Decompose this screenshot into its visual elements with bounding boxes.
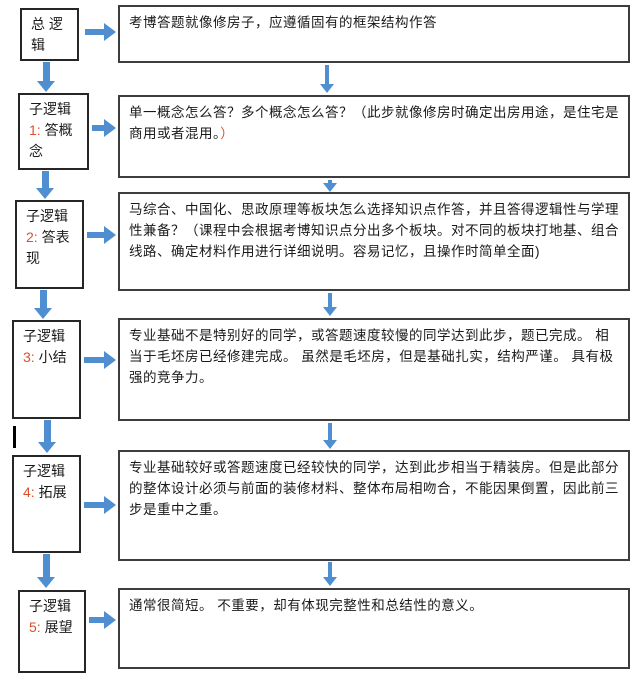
right-box-sublogic-5: 通常很简短。 不重要，却有体现完整性和总结性的意义。 — [118, 588, 630, 669]
arrow-right-icon — [84, 496, 116, 514]
left-box-label-rest: 答表现 — [26, 229, 70, 266]
left-box-label: 子逻辑 — [23, 463, 65, 479]
arrow-down-icon — [323, 562, 337, 586]
left-box-label-rest: 答概念 — [29, 122, 73, 159]
arrow-down-icon — [34, 290, 52, 319]
arrow-right-icon — [89, 611, 116, 629]
arrow-down-icon — [38, 420, 56, 453]
left-box-label-rest: 展望 — [40, 619, 73, 635]
left-box-number: 3: — [23, 349, 35, 365]
right-box-text: 通常很简短。 不重要，却有体现完整性和总结性的意义。 — [129, 598, 484, 613]
left-box-number: 1: — [29, 122, 41, 138]
right-box-sublogic-1: 单一概念怎么答？多个概念怎么答？（此步就像修房时确定出房用途，是住宅是商用或者混… — [118, 95, 630, 178]
arrow-down-icon — [323, 423, 337, 449]
right-box-sublogic-2: 马综合、中国化、思政原理等板块怎么选择知识点作答，并且答得逻辑性与学理性兼备？（… — [118, 192, 630, 291]
left-box-number: 2: — [26, 229, 38, 245]
right-box-text: 单一概念怎么答？多个概念怎么答？（此步就像修房时确定出房用途，是住宅是商用或者混… — [129, 105, 619, 141]
right-box-text: 马综合、中国化、思政原理等板块怎么选择知识点作答，并且答得逻辑性与学理性兼备？（… — [129, 202, 619, 259]
arrow-down-icon — [323, 293, 337, 316]
left-box-sublogic-3: 子逻辑 3: 小结 — [12, 320, 81, 419]
left-box-label-rest: 小结 — [34, 349, 67, 365]
left-box-number: 4: — [23, 484, 35, 500]
arrow-down-icon — [320, 65, 334, 93]
left-box-label: 子逻辑 — [29, 598, 71, 614]
arrow-down-icon — [323, 180, 337, 192]
right-box-text: 专业基础较好或答题速度已经较快的同学，达到此步相当于精装房。但是此部分的整体设计… — [129, 460, 619, 517]
left-box-number: 5: — [29, 619, 41, 635]
left-box-label: 子逻辑 — [23, 328, 65, 344]
left-box-main-logic: 总 逻辑 — [20, 8, 79, 61]
left-box-label: 子逻辑 — [29, 101, 71, 117]
left-box-label: 总 逻辑 — [31, 16, 63, 53]
left-box-sublogic-1: 子逻辑 1: 答概念 — [18, 93, 89, 170]
left-box-sublogic-2: 子逻辑 2: 答表现 — [15, 200, 84, 289]
left-box-sublogic-5: 子逻辑 5: 展望 — [18, 590, 86, 673]
arrow-down-icon — [37, 554, 55, 588]
arrow-right-icon — [87, 226, 116, 244]
arrow-down-icon — [36, 171, 54, 199]
right-box-main-logic: 考博答题就像修房子，应遵循固有的框架结构作答 — [118, 5, 630, 63]
right-box-sublogic-4: 专业基础较好或答题速度已经较快的同学，达到此步相当于精装房。但是此部分的整体设计… — [118, 450, 630, 561]
right-box-text: 考博答题就像修房子，应遵循固有的框架结构作答 — [129, 15, 437, 30]
arrow-right-icon — [85, 23, 116, 41]
left-box-label: 子逻辑 — [26, 208, 68, 224]
right-box-sublogic-3: 专业基础不是特别好的同学，或答题速度较慢的同学达到此步，题已完成。 相当于毛坯房… — [118, 318, 630, 421]
right-box-text: 专业基础不是特别好的同学，或答题速度较慢的同学达到此步，题已完成。 相当于毛坯房… — [129, 328, 614, 385]
arrow-right-icon — [92, 119, 116, 137]
right-box-suffix: ） — [220, 126, 235, 141]
stray-cursor-mark — [13, 426, 16, 448]
arrow-down-icon — [37, 62, 55, 92]
arrow-right-icon — [84, 351, 116, 369]
left-box-label-rest: 拓展 — [34, 484, 67, 500]
left-box-sublogic-4: 子逻辑 4: 拓展 — [12, 455, 81, 553]
